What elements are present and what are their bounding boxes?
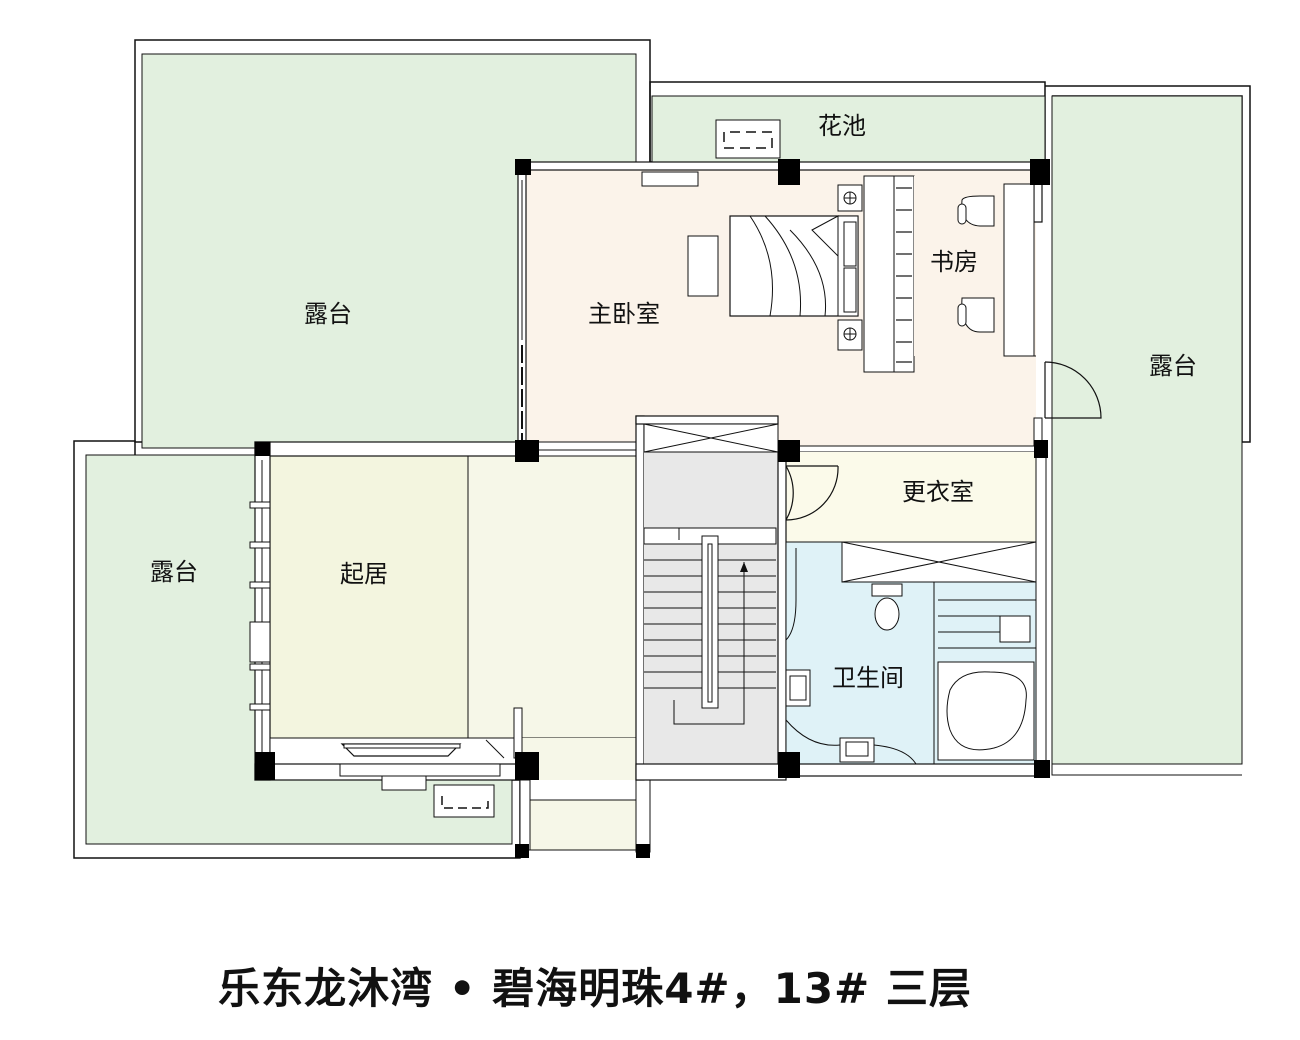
dressing-room-label: 更衣室 bbox=[902, 478, 974, 506]
flower-bed-label: 花池 bbox=[818, 112, 866, 140]
living-room-label: 起居 bbox=[340, 560, 388, 588]
flower-bed bbox=[649, 81, 1046, 163]
terrace-right bbox=[1045, 85, 1251, 776]
terrace-top-left-label: 露台 bbox=[304, 300, 352, 328]
master-bedroom-label: 主卧室 bbox=[588, 300, 660, 328]
room-labels: 露台 花池 主卧室 书房 露台 露台 起居 更衣室 卫生间 bbox=[150, 112, 1197, 692]
stairwell bbox=[635, 415, 787, 781]
wardrobe-shelves bbox=[896, 187, 912, 363]
corridor-bottom bbox=[519, 779, 651, 853]
terrace-left-label: 露台 bbox=[150, 558, 198, 586]
bathroom-label: 卫生间 bbox=[832, 664, 904, 692]
study bbox=[914, 176, 1036, 357]
bathroom bbox=[785, 541, 1043, 777]
structural-columns bbox=[255, 159, 1050, 858]
study-label: 书房 bbox=[930, 248, 978, 276]
dressing-room bbox=[777, 451, 1047, 765]
terrace-right-label: 露台 bbox=[1149, 352, 1197, 380]
living-room bbox=[249, 441, 637, 818]
plan-caption: 乐东龙沐湾 • 碧海明珠4#，13# 三层 bbox=[218, 964, 972, 1013]
